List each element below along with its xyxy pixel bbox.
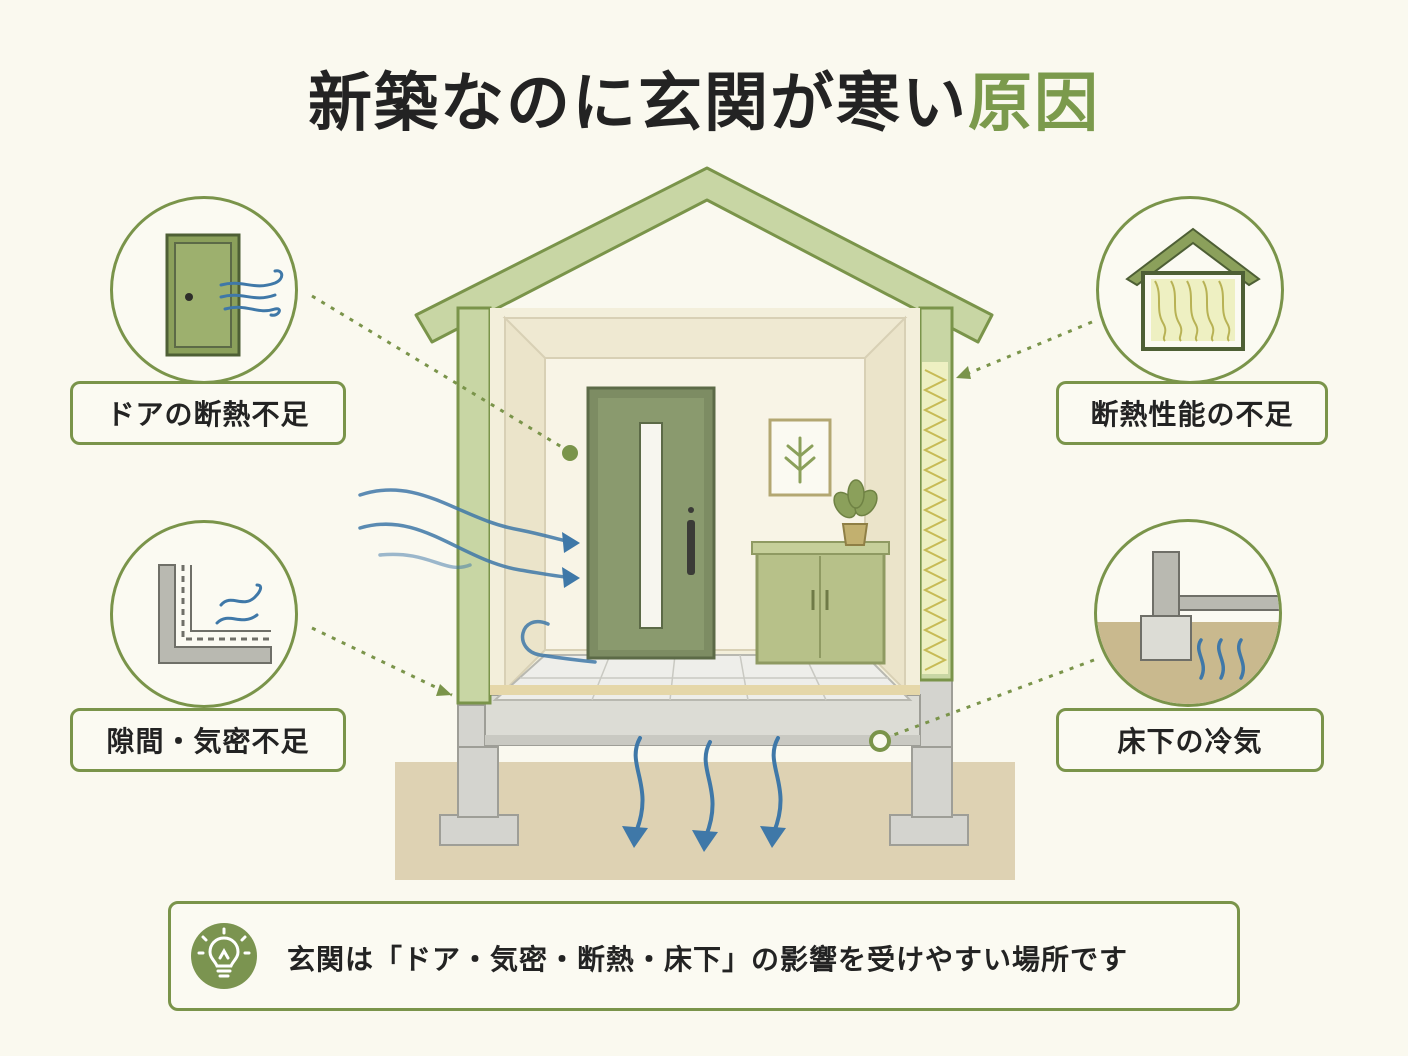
cold-air-flow (358, 488, 597, 664)
title-accent: 原因 (968, 67, 1100, 141)
cause-label-underfloor: 床下の冷気 (1056, 708, 1324, 772)
plant-leaves (833, 479, 878, 519)
cause-circle-gap (110, 520, 298, 708)
cabinet-top (751, 541, 890, 555)
door-draft-icon (165, 233, 284, 357)
floor-beam (485, 735, 920, 745)
cause-label-insulation: 断熱性能の不足 (1056, 381, 1328, 445)
lightbulb-icon (197, 927, 251, 978)
cause-label-door: ドアの断熱不足 (70, 381, 346, 445)
cause-label-gap: 隙間・気密不足 (70, 708, 346, 772)
cause-circle-underfloor (1094, 519, 1282, 707)
underfloor-arrowheads (622, 826, 786, 852)
leader-lines (311, 294, 1095, 742)
title-main: 新築なのに玄関が寒い (308, 67, 968, 141)
roof (414, 166, 994, 344)
plant-pot (841, 523, 869, 546)
cause-circle-insulation (1096, 196, 1284, 384)
cold-air-arrowheads (562, 532, 580, 588)
baseboard (490, 685, 920, 695)
underfloor-cold-icon (1097, 551, 1279, 704)
picture-leaf (784, 436, 816, 484)
door-lock (688, 507, 694, 513)
leader-dot-floor (869, 730, 891, 752)
leader-arrow-gap (436, 684, 452, 696)
summary-text: 玄関は「ドア・気密・断熱・床下」の影響を受けやすい場所です (287, 943, 1129, 976)
interior-left (504, 315, 546, 693)
page-title: 新築なのに玄関が寒い原因 (0, 52, 1408, 144)
lightbulb-badge (191, 923, 257, 989)
cause-circle-door (110, 196, 298, 384)
door-handle (687, 520, 695, 575)
interior-ceiling (502, 317, 908, 359)
left-wall (456, 306, 492, 705)
underfloor-cold-arrows (633, 736, 783, 838)
door-window (639, 422, 663, 629)
house-insulation-icon (1125, 227, 1261, 351)
summary-banner: 玄関は「ドア・気密・断熱・床下」の影響を受けやすい場所です (168, 901, 1240, 1011)
leader-arrow-insulation (956, 366, 971, 379)
insulation-zigzag (922, 369, 948, 671)
leader-dot-door (562, 445, 578, 461)
wall-gap-icon (158, 564, 272, 664)
